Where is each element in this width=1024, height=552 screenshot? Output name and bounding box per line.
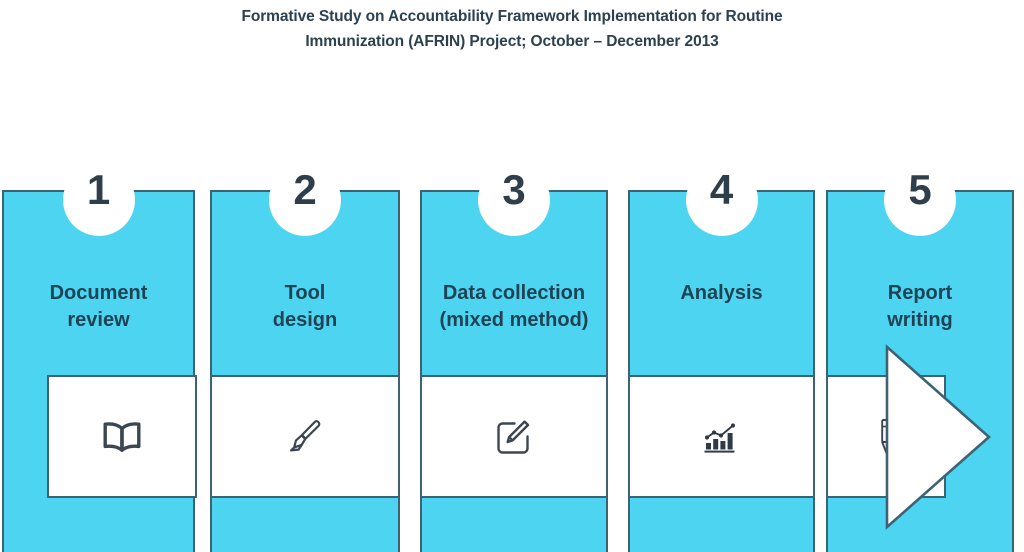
step-label-5: Report writing [828,280,1012,334]
step-card-4[interactable]: 4 Analysis [628,164,815,552]
page-title-line-1: Formative Study on Accountability Framew… [241,8,783,25]
step-icon-box-2 [210,375,400,498]
step-card-1[interactable]: 1 Document review [2,164,197,552]
step-number-5: 5 [908,166,932,213]
step-number-badge-4: 4 [685,164,758,236]
step-label-2-line-2: design [272,309,338,331]
step-label-3-line-2: (mixed method) [439,309,589,331]
open-book-icon [49,377,195,496]
step-label-2-line-1: Tool [284,282,326,304]
step-card-3[interactable]: 3 Data collection (mixed method) [420,164,608,552]
step-label-4-line-1: Analysis [680,282,763,304]
step-icon-box-4 [628,375,815,498]
step-label-5-line-2: writing [887,309,953,331]
step-icon-box-1 [47,375,197,498]
process-arrow [884,344,992,530]
step-label-1: Document review [4,280,193,334]
step-label-1-line-2: review [67,309,130,331]
step-label-2: Tool design [212,280,398,334]
edit-square-icon [422,377,606,496]
step-number-1: 1 [86,166,111,213]
step-number-badge-2: 2 [269,164,341,236]
page-title: Formative Study on Accountability Framew… [0,4,1024,54]
paintbrush-icon [212,377,398,496]
step-label-3-line-1: Data collection [442,282,586,304]
step-icon-box-3 [420,375,608,498]
step-number-badge-5: 5 [884,164,956,236]
step-number-4: 4 [709,166,734,213]
step-number-2: 2 [293,166,317,213]
step-number-badge-3: 3 [478,164,550,236]
bar-chart-trend-icon [630,377,813,496]
step-number-3: 3 [502,166,526,213]
step-label-1-line-1: Document [49,282,148,304]
step-number-badge-1: 1 [62,164,135,236]
step-label-5-line-1: Report [887,282,953,304]
step-label-4: Analysis [630,280,813,307]
page-title-line-2: Immunization (AFRIN) Project; October – … [305,33,719,50]
step-card-2[interactable]: 2 Tool design [210,164,400,552]
step-label-3: Data collection (mixed method) [422,280,606,334]
